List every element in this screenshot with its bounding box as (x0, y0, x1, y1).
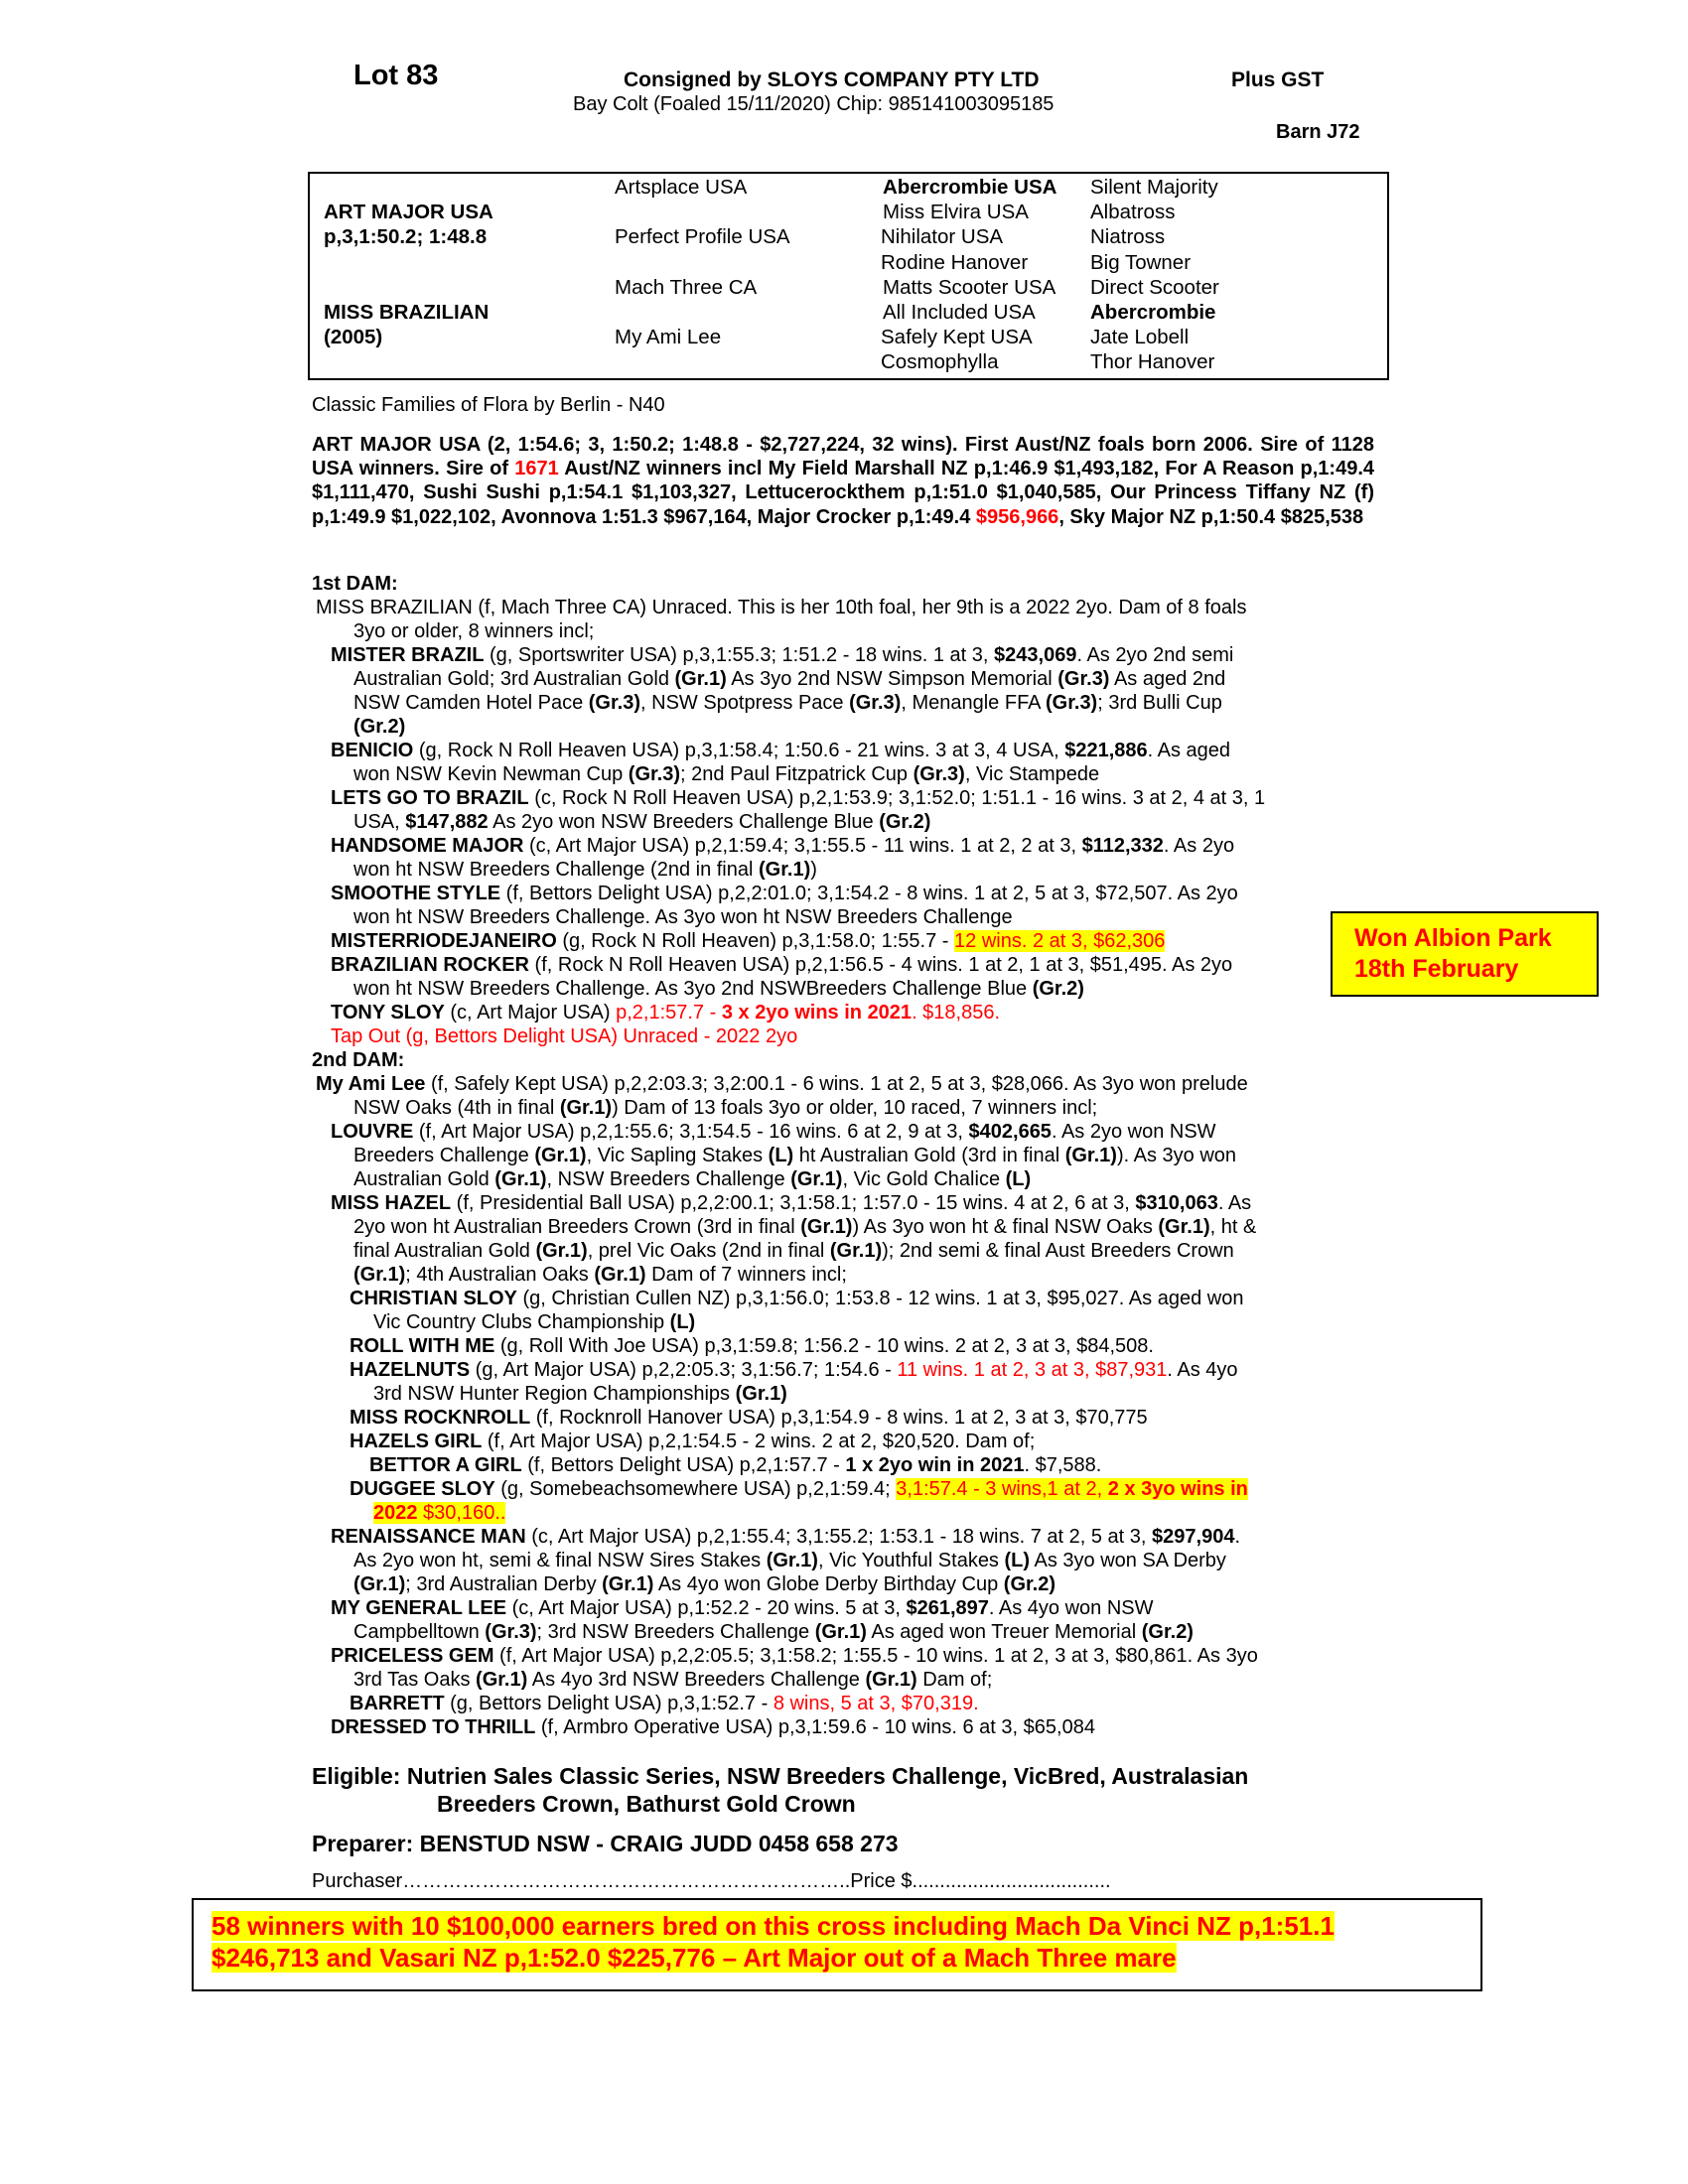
progeny-christian-sloy: CHRISTIAN SLOY (g, Christian Cullen NZ) … (350, 1288, 1244, 1309)
progeny-line: (Gr.1); 4th Australian Oaks (Gr.1) Dam o… (353, 1264, 847, 1286)
pedigree-g2: Miss Elvira USA (883, 201, 1029, 223)
progeny-dressed-to-thrill: DRESSED TO THRILL (f, Armbro Operative U… (331, 1716, 1095, 1738)
progeny-line: won ht NSW Breeders Challenge (2nd in fi… (353, 859, 817, 881)
progeny-line: (Gr.1); 3rd Australian Derby (Gr.1) As 4… (353, 1573, 1056, 1595)
dam-line: 3yo or older, 8 winners incl; (353, 620, 595, 642)
pedigree-sire-record: p,3,1:50.2; 1:48.8 (324, 225, 488, 248)
purchaser-line: Purchaser…………………………………………………………..Price $… (312, 1870, 1111, 1892)
pedigree-g3: Albatross (1090, 201, 1176, 223)
progeny-lets-go-to-brazil: LETS GO TO BRAZIL (c, Rock N Roll Heaven… (331, 787, 1266, 809)
progeny-hazels-girl: HAZELS GIRL (f, Art Major USA) p,2,1:54.… (350, 1431, 1036, 1452)
progeny-line: 3rd NSW Hunter Region Championships (Gr.… (373, 1383, 787, 1405)
progeny-miss-rocknroll: MISS ROCKNROLL (f, Rocknroll Hanover USA… (350, 1407, 1148, 1429)
pedigree-g2: Cosmophylla (881, 350, 999, 373)
sire-paragraph: ART MAJOR USA (2, 1:54.6; 3, 1:50.2; 1:4… (312, 434, 1374, 528)
progeny-line: As 2yo won ht, semi & final NSW Sires St… (353, 1550, 1226, 1571)
lot-number: Lot 83 (353, 60, 439, 91)
progeny-line: NSW Oaks (4th in final (Gr.1)) Dam of 13… (353, 1097, 1098, 1119)
progeny-line: Vic Country Clubs Championship (L) (373, 1311, 696, 1333)
progeny-line: 2yo won ht Australian Breeders Crown (3r… (353, 1216, 1257, 1238)
second-dam-heading: 2nd DAM: (312, 1049, 405, 1071)
progeny-my-general-lee: MY GENERAL LEE (c, Art Major USA) p,1:52… (331, 1597, 1154, 1619)
pedigree-sire: ART MAJOR USA (324, 201, 493, 223)
pedigree-g1: Mach Three CA (615, 276, 758, 299)
progeny-hazelnuts: HAZELNUTS (g, Art Major USA) p,2,2:05.3;… (350, 1359, 1238, 1381)
preparer: Preparer: BENSTUD NSW - CRAIG JUDD 0458 … (312, 1831, 899, 1856)
pedigree-dam: MISS BRAZILIAN (324, 301, 490, 324)
progeny-barrett: BARRETT (g, Bettors Delight USA) p,3,1:5… (350, 1693, 979, 1714)
progeny-line: Australian Gold; 3rd Australian Gold (Gr… (353, 668, 1226, 690)
pedigree-g2: Rodine Hanover (881, 251, 1029, 274)
progeny-misterriodejaneiro: MISTERRIODEJANEIRO (g, Rock N Roll Heave… (331, 930, 1166, 952)
callout-line: Won Albion Park (1354, 924, 1552, 952)
progeny-line: won ht NSW Breeders Challenge. As 3yo wo… (353, 906, 1013, 928)
progeny-brazilian-rocker: BRAZILIAN ROCKER (f, Rock N Roll Heaven … (331, 954, 1233, 976)
pedigree-g3: Jate Lobell (1090, 326, 1190, 348)
progeny-line: won ht NSW Breeders Challenge. As 3yo 2n… (353, 978, 1084, 1000)
callout-line: 18th February (1354, 955, 1519, 983)
pedigree-g2: Safely Kept USA (881, 326, 1033, 348)
family-line: Classic Families of Flora by Berlin - N4… (312, 394, 665, 416)
dam-line: MISS BRAZILIAN (f, Mach Three CA) Unrace… (316, 597, 1247, 618)
gst-note: Plus GST (1231, 68, 1325, 91)
progeny-smoothe-style: SMOOTHE STYLE (f, Bettors Delight USA) p… (331, 883, 1238, 904)
pedigree-g2: Abercrombie USA (883, 176, 1057, 199)
horse-description: Bay Colt (Foaled 15/11/2020) Chip: 98514… (573, 93, 1055, 115)
cross-statistics-box: 58 winners with 10 $100,000 earners bred… (192, 1898, 1482, 1991)
pedigree-g1: Artsplace USA (615, 176, 748, 199)
pedigree-g2: Matts Scooter USA (883, 276, 1056, 299)
barn-number: Barn J72 (1276, 121, 1360, 143)
consignor: Consigned by SLOYS COMPANY PTY LTD (624, 68, 1040, 91)
pedigree-g3: Thor Hanover (1090, 350, 1215, 373)
cross-line: 58 winners with 10 $100,000 earners bred… (211, 1911, 1335, 1941)
progeny-priceless-gem: PRICELESS GEM (f, Art Major USA) p,2,2:0… (331, 1645, 1258, 1667)
progeny-bettor-a-girl: BETTOR A GIRL (f, Bettors Delight USA) p… (369, 1454, 1102, 1476)
pedigree-g2: All Included USA (883, 301, 1036, 324)
progeny-duggee-sloy: DUGGEE SLOY (g, Somebeachsomewhere USA) … (350, 1478, 1248, 1500)
progeny-handsome-major: HANDSOME MAJOR (c, Art Major USA) p,2,1:… (331, 835, 1235, 857)
progeny-renaissance-man: RENAISSANCE MAN (c, Art Major USA) p,2,1… (331, 1526, 1241, 1548)
progeny-roll-with-me: ROLL WITH ME (g, Roll With Joe USA) p,3,… (350, 1335, 1154, 1357)
progeny-louvre: LOUVRE (f, Art Major USA) p,2,1:55.6; 3,… (331, 1121, 1216, 1143)
pedigree-g3: Direct Scooter (1090, 276, 1219, 299)
progeny-tony-sloy: TONY SLOY (c, Art Major USA) p,2,1:57.7 … (331, 1002, 1001, 1024)
pedigree-g1: Perfect Profile USA (615, 225, 790, 248)
pedigree-g2: Nihilator USA (881, 225, 1004, 248)
progeny-mister-brazil: MISTER BRAZIL (g, Sportswriter USA) p,3,… (331, 644, 1234, 666)
progeny-line: NSW Camden Hotel Pace (Gr.3), NSW Spotpr… (353, 692, 1222, 714)
progeny-line: final Australian Gold (Gr.1), prel Vic O… (353, 1240, 1234, 1262)
eligibility: Eligible: Nutrien Sales Classic Series, … (312, 1763, 1249, 1817)
pedigree-table: ART MAJOR USA p,3,1:50.2; 1:48.8 MISS BR… (308, 172, 1389, 380)
progeny-my-ami-lee: My Ami Lee (f, Safely Kept USA) p,2,2:03… (316, 1073, 1248, 1095)
progeny-tap-out: Tap Out (g, Bettors Delight USA) Unraced… (331, 1025, 798, 1047)
progeny-line: (Gr.2) (353, 716, 406, 738)
progeny-line: USA, $147,882 As 2yo won NSW Breeders Ch… (353, 811, 931, 833)
progeny-line: 3rd Tas Oaks (Gr.1) As 4yo 3rd NSW Breed… (353, 1669, 993, 1691)
pedigree-g3: Big Towner (1090, 251, 1192, 274)
progeny-miss-hazel: MISS HAZEL (f, Presidential Ball USA) p,… (331, 1192, 1252, 1214)
progeny-line: Breeders Challenge (Gr.1), Vic Sapling S… (353, 1145, 1237, 1166)
pedigree-g3: Niatross (1090, 225, 1166, 248)
pedigree-g1: My Ami Lee (615, 326, 722, 348)
progeny-line: Campbelltown (Gr.3); 3rd NSW Breeders Ch… (353, 1621, 1194, 1643)
pedigree-g3: Silent Majority (1090, 176, 1218, 199)
progeny-benicio: BENICIO (g, Rock N Roll Heaven USA) p,3,… (331, 740, 1231, 761)
progeny-line: Australian Gold (Gr.1), NSW Breeders Cha… (353, 1168, 1032, 1190)
pedigree-g3: Abercrombie (1090, 301, 1216, 324)
won-albion-park-callout: Won Albion Park 18th February (1331, 911, 1599, 997)
pedigree-dam-year: (2005) (324, 326, 383, 348)
progeny-line: won NSW Kevin Newman Cup (Gr.3); 2nd Pau… (353, 763, 1100, 785)
cross-line: $246,713 and Vasari NZ p,1:52.0 $225,776… (211, 1943, 1177, 1973)
first-dam-heading: 1st DAM: (312, 573, 398, 595)
progeny-line: 2022 $30,160.. (373, 1502, 506, 1524)
